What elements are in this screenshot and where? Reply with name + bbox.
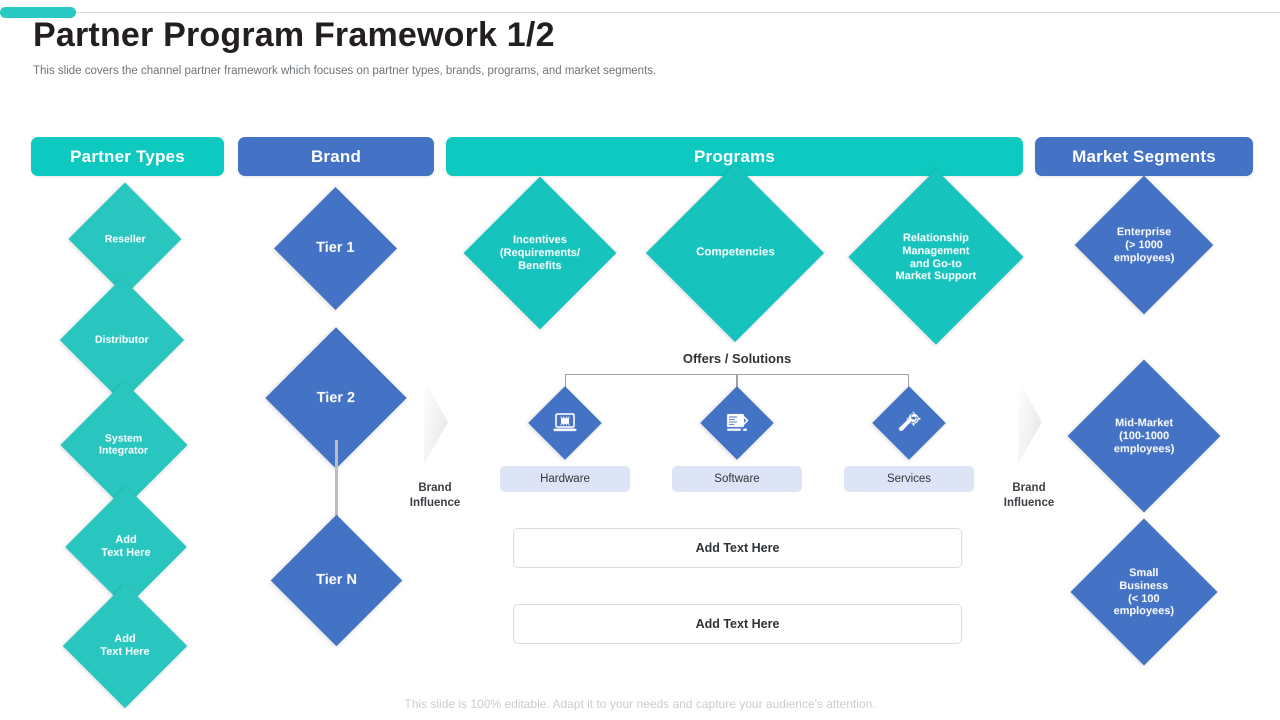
column-header-brand[interactable]: Brand xyxy=(238,137,434,176)
add-text-label: Add Text Here xyxy=(695,541,780,555)
partner-type-label: System Integrator xyxy=(99,432,149,457)
program-label: Relationship Management and Go-to Market… xyxy=(895,231,977,282)
add-text-box-1[interactable]: Add Text Here xyxy=(513,528,962,568)
column-header-market-segments[interactable]: Market Segments xyxy=(1035,137,1253,176)
offers-pill-software[interactable]: Software xyxy=(672,466,802,492)
brand-tier-connector-line xyxy=(335,440,338,580)
program-diamond-competencies[interactable]: Competencies xyxy=(645,163,825,343)
partner-type-diamond-add-text-2[interactable]: Add Text Here xyxy=(62,583,188,709)
brand-tier-label: Tier 2 xyxy=(316,389,356,406)
brand-influence-label-left: Brand Influence xyxy=(409,482,461,509)
add-text-box-2[interactable]: Add Text Here xyxy=(513,604,962,644)
brand-influence-chevron-left-icon xyxy=(424,380,448,464)
offers-node-hardware[interactable] xyxy=(528,386,602,460)
brand-influence-chevron-right-icon xyxy=(1018,380,1042,464)
software-code-window-icon xyxy=(727,414,749,431)
market-segment-label: Small Business (< 100 employees) xyxy=(1113,566,1175,617)
offers-pill-services[interactable]: Services xyxy=(844,466,974,492)
partner-type-label: Add Text Here xyxy=(101,534,151,559)
market-segment-diamond-small-business[interactable]: Small Business (< 100 employees) xyxy=(1070,518,1218,666)
partner-type-label: Distributor xyxy=(95,333,149,346)
market-segment-diamond-enterprise[interactable]: Enterprise (> 1000 employees) xyxy=(1074,175,1214,315)
page-title: Partner Program Framework 1/2 xyxy=(33,16,555,54)
brand-tier-label: Tier 1 xyxy=(316,240,355,257)
top-accent-bar xyxy=(0,7,76,18)
program-label: Competencies xyxy=(695,246,775,259)
column-header-partner-types[interactable]: Partner Types xyxy=(31,137,224,176)
page-subtitle: This slide covers the channel partner fr… xyxy=(33,65,657,77)
offers-node-services[interactable] xyxy=(872,386,946,460)
hardware-chip-laptop-icon xyxy=(553,413,577,432)
market-segment-label: Mid-Market (100-1000 employees) xyxy=(1113,416,1175,455)
program-label: Incentives (Requirements/ Benefits xyxy=(499,233,581,272)
program-diamond-relationship-management[interactable]: Relationship Management and Go-to Market… xyxy=(848,169,1024,345)
offers-pill-label: Hardware xyxy=(540,473,590,485)
add-text-label: Add Text Here xyxy=(695,617,780,631)
services-wrench-gear-icon xyxy=(898,411,921,431)
offers-solutions-title: Offers / Solutions xyxy=(682,351,792,366)
offers-node-software[interactable] xyxy=(700,386,774,460)
brand-diamond-tier-1[interactable]: Tier 1 xyxy=(273,186,398,311)
offers-pill-label: Software xyxy=(714,473,760,485)
partner-type-diamond-reseller[interactable]: Reseller xyxy=(68,182,182,296)
offers-pill-label: Services xyxy=(886,473,932,485)
brand-diamond-tier-n[interactable]: Tier N xyxy=(270,514,403,647)
partner-type-label: Reseller xyxy=(104,232,146,245)
program-diamond-incentives[interactable]: Incentives (Requirements/ Benefits xyxy=(463,176,617,330)
footer-note: This slide is 100% editable. Adapt it to… xyxy=(404,697,876,711)
brand-influence-label-right: Brand Influence xyxy=(1003,482,1055,509)
offers-pill-hardware[interactable]: Hardware xyxy=(500,466,630,492)
market-segment-label: Enterprise (> 1000 employees) xyxy=(1113,225,1175,264)
top-divider-rule xyxy=(76,12,1280,13)
offers-center-stem xyxy=(736,374,738,396)
brand-tier-label: Tier N xyxy=(316,572,357,589)
market-segment-diamond-mid-market[interactable]: Mid-Market (100-1000 employees) xyxy=(1067,359,1221,513)
partner-type-label: Add Text Here xyxy=(100,633,150,658)
